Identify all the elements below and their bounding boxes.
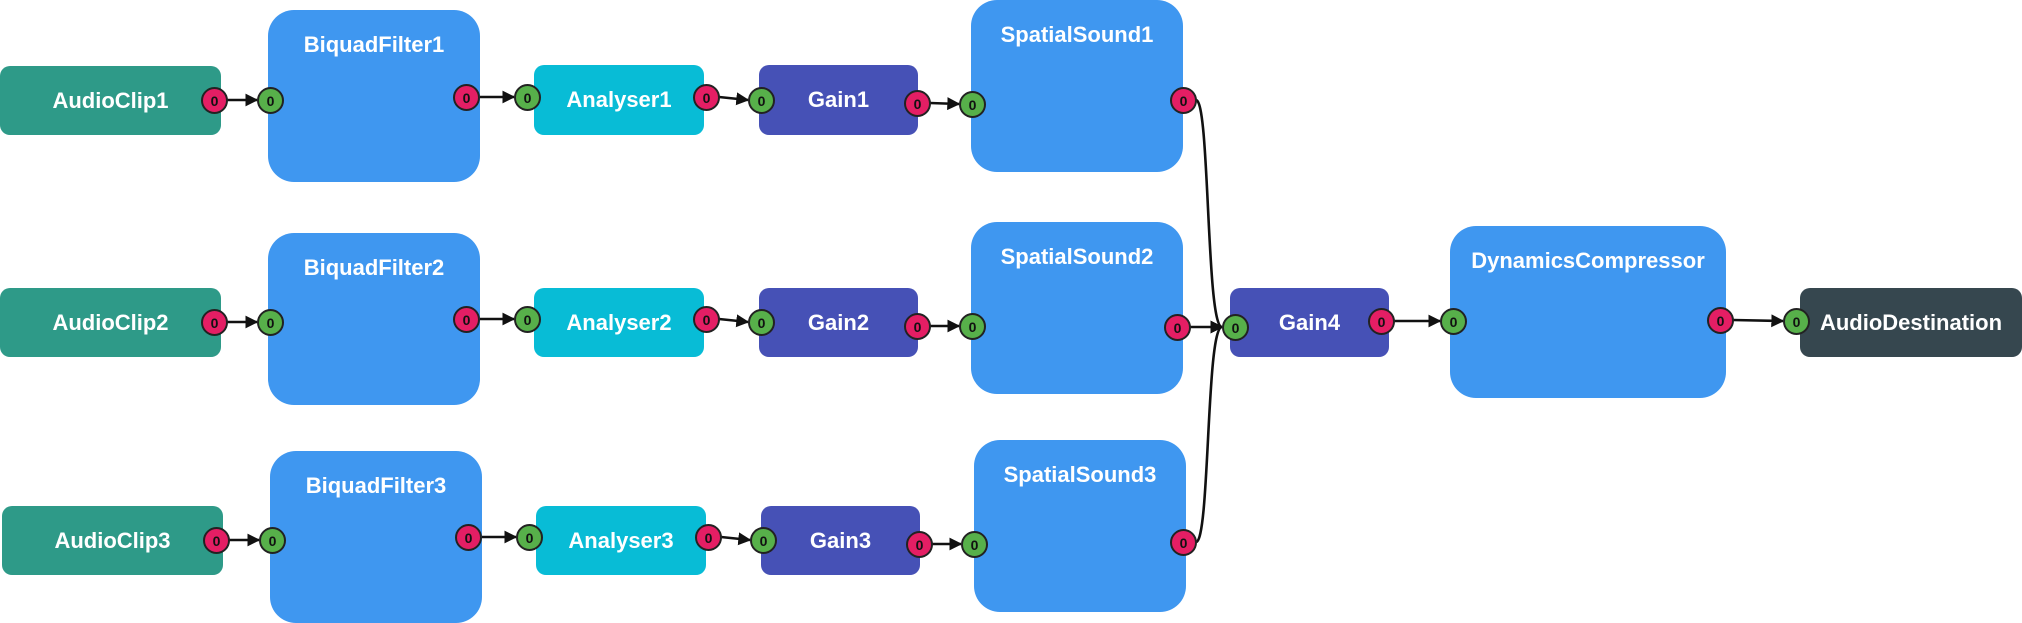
output-port-gain3[interactable]: 0 (906, 531, 933, 558)
node-biquadfilter2[interactable]: BiquadFilter2 (268, 233, 480, 405)
node-gain1[interactable]: Gain1 (759, 65, 918, 135)
node-label: Gain1 (807, 87, 870, 112)
node-label: AudioClip2 (52, 309, 169, 335)
node-label: SpatialSound3 (1003, 462, 1157, 487)
edge-dynamicscompressor-to-audiodestination (1732, 314, 1785, 328)
node-spatialsound1[interactable]: SpatialSound1 (971, 0, 1183, 172)
output-port-audioclip3[interactable]: 0 (203, 527, 230, 554)
output-port-analyser2[interactable]: 0 (693, 306, 720, 333)
node-audiodestination[interactable]: AudioDestination (1800, 288, 2022, 357)
node-label: BiquadFilter3 (305, 473, 447, 498)
node-label: AudioDestination (1819, 309, 2003, 335)
node-gain2[interactable]: Gain2 (759, 288, 918, 357)
output-port-spatialsound1[interactable]: 0 (1170, 87, 1197, 114)
node-label: AudioClip3 (54, 527, 171, 553)
node-spatialsound2[interactable]: SpatialSound2 (971, 222, 1183, 394)
node-label: Analyser2 (566, 309, 672, 335)
node-label: SpatialSound2 (1000, 244, 1154, 269)
edge-analyser2-to-gain2 (718, 314, 750, 328)
edge-spatialsound1-to-gain4 (1194, 98, 1224, 334)
node-spatialsound3[interactable]: SpatialSound3 (974, 440, 1186, 612)
node-dynamicscompressor[interactable]: DynamicsCompressor (1450, 226, 1726, 398)
output-port-audioclip2[interactable]: 0 (201, 309, 228, 336)
node-label: Gain4 (1278, 309, 1341, 335)
node-gain4[interactable]: Gain4 (1230, 288, 1389, 357)
node-label: BiquadFilter1 (303, 32, 445, 57)
node-label: Gain2 (807, 309, 870, 335)
node-audioclip3[interactable]: AudioClip3 (2, 506, 223, 575)
node-label: BiquadFilter2 (303, 255, 445, 280)
node-audioclip1[interactable]: AudioClip1 (0, 66, 221, 135)
output-port-biquadfilter3[interactable]: 0 (455, 524, 482, 551)
edge-spatialsound3-to-gain4 (1194, 320, 1224, 544)
node-biquadfilter3[interactable]: BiquadFilter3 (270, 451, 482, 623)
output-port-analyser1[interactable]: 0 (693, 84, 720, 111)
node-label: SpatialSound1 (1000, 22, 1154, 47)
output-port-biquadfilter1[interactable]: 0 (453, 84, 480, 111)
node-analyser3[interactable]: Analyser3 (536, 506, 706, 575)
input-port-analyser2[interactable]: 0 (514, 306, 541, 333)
node-analyser1[interactable]: Analyser1 (534, 65, 704, 135)
edge-analyser1-to-gain1 (718, 92, 750, 106)
input-port-gain3[interactable]: 0 (750, 527, 777, 554)
input-port-biquadfilter1[interactable]: 0 (257, 87, 284, 114)
input-port-biquadfilter3[interactable]: 0 (259, 527, 286, 554)
output-port-gain1[interactable]: 0 (904, 90, 931, 117)
output-port-gain4[interactable]: 0 (1368, 308, 1395, 335)
output-port-audioclip1[interactable]: 0 (201, 87, 228, 114)
node-analyser2[interactable]: Analyser2 (534, 288, 704, 357)
node-label: AudioClip1 (52, 87, 169, 113)
edge-gain1-to-spatialsound1 (929, 97, 961, 111)
input-port-spatialsound2[interactable]: 0 (959, 313, 986, 340)
input-port-spatialsound1[interactable]: 0 (959, 91, 986, 118)
node-gain3[interactable]: Gain3 (761, 506, 920, 575)
input-port-gain1[interactable]: 0 (748, 87, 775, 114)
input-port-dynamicscompressor[interactable]: 0 (1440, 308, 1467, 335)
output-port-biquadfilter2[interactable]: 0 (453, 306, 480, 333)
input-port-spatialsound3[interactable]: 0 (961, 531, 988, 558)
node-audioclip2[interactable]: AudioClip2 (0, 288, 221, 357)
node-label: DynamicsCompressor (1471, 248, 1705, 273)
node-label: Analyser3 (568, 527, 674, 553)
input-port-audiodestination[interactable]: 0 (1783, 308, 1810, 335)
output-port-spatialsound3[interactable]: 0 (1170, 529, 1197, 556)
input-port-biquadfilter2[interactable]: 0 (257, 309, 284, 336)
output-port-spatialsound2[interactable]: 0 (1164, 314, 1191, 341)
node-label: Gain3 (809, 527, 872, 553)
node-label: Analyser1 (566, 87, 672, 112)
input-port-gain2[interactable]: 0 (748, 309, 775, 336)
output-port-gain2[interactable]: 0 (904, 313, 931, 340)
node-biquadfilter1[interactable]: BiquadFilter1 (268, 10, 480, 182)
input-port-analyser1[interactable]: 0 (514, 84, 541, 111)
output-port-analyser3[interactable]: 0 (695, 524, 722, 551)
input-port-analyser3[interactable]: 0 (516, 524, 543, 551)
output-port-dynamicscompressor[interactable]: 0 (1707, 307, 1734, 334)
edge-analyser3-to-gain3 (720, 532, 752, 546)
input-port-gain4[interactable]: 0 (1222, 314, 1249, 341)
